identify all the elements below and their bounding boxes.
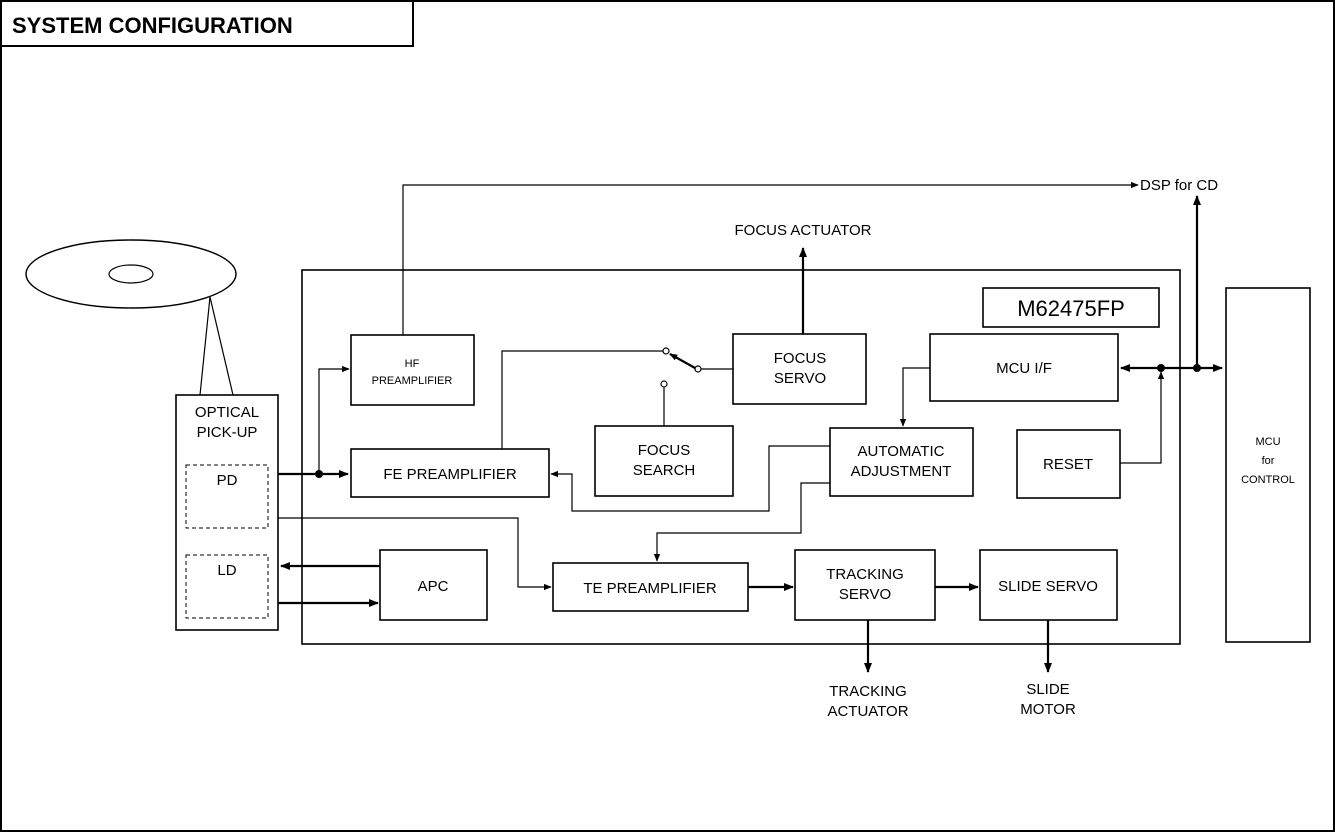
te-preamplifier-block <box>552 562 749 612</box>
optical-pickup-label: PICK-UP <box>197 424 258 441</box>
ld-label: LD <box>217 562 236 579</box>
reset-label: RESET <box>1043 456 1093 473</box>
adjust-to-fe-wire <box>550 445 830 512</box>
apc-label: APC <box>418 578 449 595</box>
mcu-control-label: for <box>1262 455 1275 467</box>
focus-servo-block <box>732 333 867 405</box>
focus-search-label: FOCUS <box>638 442 691 459</box>
chip-label-box <box>982 287 1160 328</box>
title-tab <box>1 1 414 47</box>
pd-to-te-wire <box>278 517 552 591</box>
focus-search-label: SEARCH <box>633 462 696 479</box>
pd-block <box>185 464 269 529</box>
switch-contact-icon <box>694 365 702 373</box>
apc-block <box>379 549 488 621</box>
pickup-beam-left <box>199 296 211 396</box>
focus-servo-label: FOCUS <box>774 350 827 367</box>
hf-preamplifier-block <box>350 334 475 406</box>
tracking-actuator-label: TRACKING <box>829 683 907 700</box>
tracking-servo-label: TRACKING <box>826 566 904 583</box>
switch-contact-icon <box>660 380 668 388</box>
slide-motor-label: MOTOR <box>1020 701 1076 718</box>
mcu-if-label: MCU I/F <box>996 360 1052 377</box>
ld-block <box>185 554 269 619</box>
fe-preamplifier-label: FE PREAMPLIFIER <box>383 466 517 483</box>
tracking-servo-block <box>794 549 936 621</box>
adjust-to-te-wire <box>653 482 830 562</box>
focus-switch-arm <box>669 353 696 369</box>
junction-dot <box>315 470 323 478</box>
slide-motor-label: SLIDE <box>1026 681 1069 698</box>
focus-servo-label: SERVO <box>774 370 826 387</box>
mcu-control-label: MCU <box>1255 436 1280 448</box>
slide-servo-label: SLIDE SERVO <box>998 578 1098 595</box>
tracking-servo-label: SERVO <box>839 586 891 603</box>
fe-to-switch-wire <box>501 350 663 449</box>
automatic-adjustment-block <box>829 427 974 497</box>
mcu-if-block <box>929 333 1119 402</box>
focus-search-block <box>594 425 734 497</box>
hf-to-dsp-wire <box>402 181 1139 335</box>
dsp-output-label: DSP for CD <box>1140 177 1218 194</box>
disc-icon <box>25 239 237 309</box>
reset-to-bus-wire <box>1120 371 1165 464</box>
optical-pickup-label: OPTICAL <box>195 404 259 421</box>
pd-label: PD <box>217 472 238 489</box>
hf-preamplifier-label: PREAMPLIFIER <box>372 375 453 387</box>
slide-servo-block <box>979 549 1118 621</box>
reset-block <box>1016 429 1121 499</box>
mcu-control-block <box>1225 287 1311 643</box>
pickup-beam-right <box>209 296 234 396</box>
automatic-adjustment-label: ADJUSTMENT <box>851 463 952 480</box>
chip-outline <box>301 269 1181 645</box>
hf-preamplifier-label: HF <box>405 358 420 370</box>
page-title: SYSTEM CONFIGURATION <box>12 13 293 38</box>
pd-to-hf-wire <box>318 365 350 474</box>
switch-contact-icon <box>662 347 670 355</box>
mcuif-to-adjust-wire <box>899 367 930 427</box>
mcu-control-label: CONTROL <box>1241 474 1295 486</box>
automatic-adjustment-label: AUTOMATIC <box>858 443 945 460</box>
tracking-actuator-label: ACTUATOR <box>827 703 908 720</box>
te-preamplifier-label: TE PREAMPLIFIER <box>583 580 717 597</box>
chip-label: M62475FP <box>1017 296 1125 321</box>
junction-dot <box>1157 364 1165 372</box>
fe-preamplifier-block <box>350 448 550 498</box>
focus-actuator-label: FOCUS ACTUATOR <box>735 222 872 239</box>
